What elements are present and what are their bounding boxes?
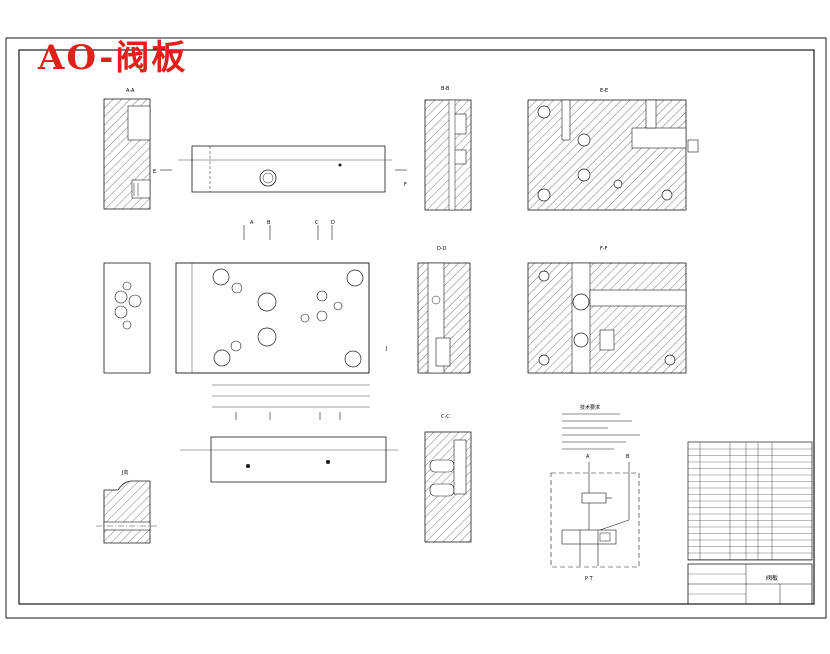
view-d-d-label: D-D: [437, 246, 447, 252]
title-block-part-name: 阀板: [766, 574, 778, 582]
schematic-port-b: B: [626, 454, 630, 460]
inner-frame: [18, 49, 815, 605]
tech-requirements-title: 技术要求: [580, 404, 600, 411]
marker-e-left: E: [153, 169, 156, 175]
drawing-title: AO-阀板: [38, 38, 188, 78]
marker-f-right: F: [404, 182, 407, 188]
view-f-f: F-F: [527, 246, 687, 374]
schematic-port-pt: P T: [585, 576, 594, 582]
marker-d-top: D: [331, 220, 335, 226]
view-j: J向: [96, 469, 158, 544]
technical-requirements: 技术要求: [562, 404, 640, 450]
view-left-side: [103, 262, 151, 374]
schematic-port-a: A: [586, 454, 590, 460]
marker-j-right: J: [385, 346, 387, 352]
view-c-c: C-C: [424, 414, 472, 543]
parts-list: [687, 441, 813, 561]
marker-b-top: B: [267, 220, 271, 226]
outer-frame: [5, 37, 827, 619]
view-f-f-label: F-F: [600, 246, 608, 252]
view-c-c-label: C-C: [441, 414, 450, 420]
view-bottom-plan: [180, 412, 398, 483]
title-block: 阀板: [687, 563, 813, 605]
view-top-plan: E F: [153, 145, 407, 193]
view-main-front: A B C D J: [175, 220, 387, 408]
view-b-b: B-B: [424, 86, 472, 211]
marker-a-top: A: [250, 220, 254, 226]
hydraulic-schematic: A B P T: [550, 454, 640, 582]
view-j-label: J向: [121, 469, 128, 476]
view-b-b-label: B-B: [441, 86, 450, 92]
view-d-d: D-D: [417, 246, 471, 374]
view-e-e: E-E: [527, 88, 699, 211]
view-e-e-label: E-E: [600, 88, 608, 94]
view-a-a-label: A-A: [126, 88, 135, 94]
marker-c-top: C: [315, 220, 319, 226]
view-a-a: A-A: [103, 88, 151, 210]
